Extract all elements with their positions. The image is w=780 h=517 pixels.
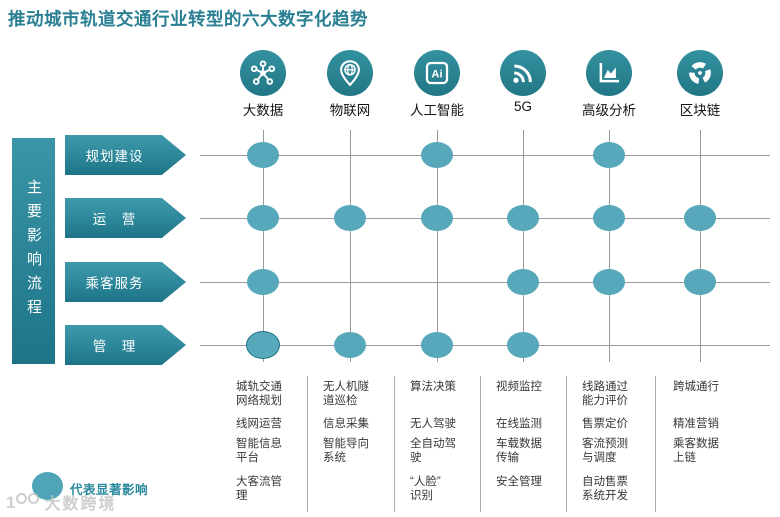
process-arrow: 乘客服务 (65, 262, 186, 302)
grid-line-v (700, 130, 701, 362)
application-item: 线路通过 能力评价 (582, 381, 628, 407)
analytics-chart-icon (586, 50, 632, 96)
application-item: 乘客数据 上链 (673, 438, 719, 464)
blockchain-icon (677, 50, 723, 96)
process-arrow-label: 管 理 (92, 339, 137, 354)
trend-label: 大数据 (242, 103, 284, 118)
impact-dot (593, 142, 625, 168)
impact-dot (684, 269, 716, 295)
column-divider (566, 376, 567, 512)
application-item: 无人机隧 道巡检 (323, 381, 369, 407)
impact-dot (247, 269, 279, 295)
legend-label: 代表显著影响 (70, 483, 149, 497)
impact-dot (593, 269, 625, 295)
application-item: 城轨交通 网络规划 (236, 381, 282, 407)
trend-label: 物联网 (329, 103, 371, 118)
application-item: 无人驾驶 (410, 418, 456, 430)
process-arrow-label: 乘客服务 (85, 276, 144, 291)
application-item: 自动售票 系统开发 (582, 476, 628, 502)
globe-pin-icon (327, 50, 373, 96)
ai-chip-icon: Ai (414, 50, 460, 96)
application-item: 信息采集 (323, 418, 369, 430)
process-axis-label: 主要影响流程 (25, 179, 42, 323)
grid-line-h (200, 155, 770, 156)
process-arrow: 管 理 (65, 325, 186, 365)
impact-dot (421, 205, 453, 231)
watermark-logo: 1 (6, 492, 16, 512)
impact-dot (684, 205, 716, 231)
watermark-logo-circle (16, 492, 28, 504)
process-arrow-label: 规划建设 (85, 149, 144, 164)
watermark-logo-circle (28, 492, 40, 504)
impact-dot (334, 205, 366, 231)
application-item: 智能导向 系统 (323, 438, 369, 464)
application-item: 大客流管 理 (236, 476, 282, 502)
network-nodes-icon (240, 50, 286, 96)
rss-signal-icon (500, 50, 546, 96)
process-axis-bar: 主要影响流程 (12, 138, 55, 364)
column-divider (394, 376, 395, 512)
application-item: 智能信息 平台 (236, 438, 282, 464)
svg-text:Ai: Ai (431, 69, 442, 81)
trend-label: 人工智能 (410, 103, 464, 118)
impact-dot (507, 332, 539, 358)
impact-dot (421, 142, 453, 168)
impact-dot (507, 269, 539, 295)
application-item: 视频监控 (496, 381, 542, 393)
application-item: 算法决策 (410, 381, 456, 393)
grid-line-h (200, 282, 770, 283)
impact-dot (247, 142, 279, 168)
impact-dot (334, 332, 366, 358)
application-item: 跨城通行 (673, 381, 719, 393)
process-arrow: 运 营 (65, 198, 186, 238)
application-item: 安全管理 (496, 476, 542, 488)
impact-dot (507, 205, 539, 231)
application-item: 全自动驾 驶 (410, 438, 456, 464)
grid-line-v (437, 130, 438, 362)
page-title: 推动城市轨道交通行业转型的六大数字化趋势 (8, 9, 368, 29)
impact-dot (421, 332, 453, 358)
trend-label: 区块链 (679, 103, 721, 118)
grid-line-v (263, 130, 264, 362)
application-item: 在线监测 (496, 418, 542, 430)
column-divider (655, 376, 656, 512)
application-item: 车载数据 传输 (496, 438, 542, 464)
impact-dot (246, 331, 280, 359)
application-item: 精准营销 (673, 418, 719, 430)
watermark: 1 大数跨境 (6, 490, 116, 514)
impact-dot (247, 205, 279, 231)
column-divider (480, 376, 481, 512)
trend-label: 高级分析 (582, 103, 636, 118)
process-arrow-label: 运 营 (92, 212, 137, 227)
watermark-brand: 大数跨境 (44, 496, 117, 513)
grid-line-v (609, 130, 610, 362)
column-divider (307, 376, 308, 512)
grid-line-h (200, 218, 770, 219)
application-item: “人脸” 识别 (410, 476, 441, 502)
process-arrow: 规划建设 (65, 135, 186, 175)
impact-dot (593, 205, 625, 231)
trend-label: 5G (513, 99, 533, 114)
application-item: 客流预测 与调度 (582, 438, 628, 464)
grid-line-h (200, 345, 770, 346)
grid-line-v (350, 130, 351, 362)
application-item: 售票定价 (582, 418, 628, 430)
grid-line-v (523, 130, 524, 362)
application-item: 线网运营 (236, 418, 282, 430)
